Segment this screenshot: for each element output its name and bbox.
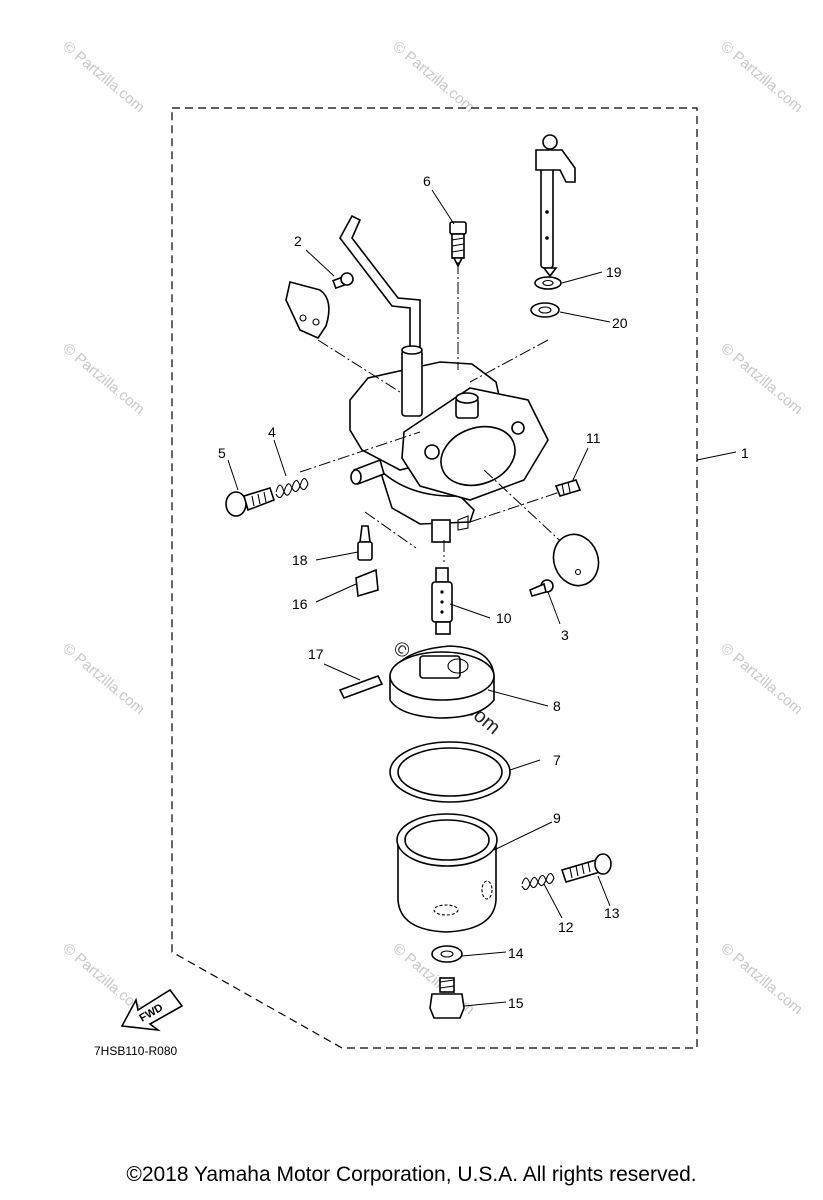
watermark-6: © Partzilla.com [59, 640, 147, 718]
watermark-7: © Partzilla.com [717, 640, 805, 718]
callout-15: 15 [508, 995, 524, 1011]
throttle-plate [552, 533, 600, 587]
float-8 [389, 645, 495, 719]
callout-1: 1 [741, 445, 749, 461]
float-pin-17 [338, 675, 384, 699]
washer-14 [431, 945, 463, 963]
choke-plate [285, 281, 330, 340]
choke-lever [339, 214, 421, 361]
screw-13 [560, 853, 612, 883]
callout-3: 3 [561, 627, 569, 643]
screw-2 [332, 272, 354, 290]
washer-19 [534, 276, 562, 290]
watermark-3: © Partzilla.com [717, 38, 805, 116]
callout-20: 20 [612, 315, 628, 331]
copyright-notice: ©2018 Yamaha Motor Corporation, U.S.A. A… [126, 1163, 697, 1186]
callout-13: 13 [604, 905, 620, 921]
callout-9: 9 [553, 810, 561, 826]
callout-19: 19 [606, 264, 622, 280]
assembly-outline [171, 107, 698, 1049]
watermark-10: © Partzilla.com [717, 940, 805, 1018]
carburetor-body [349, 345, 549, 543]
callout-12: 12 [558, 919, 574, 935]
callout-10: 10 [496, 610, 512, 626]
spring-4 [275, 477, 309, 499]
callout-16: 16 [292, 596, 308, 612]
seal-20 [530, 302, 560, 318]
drain-bolt-15 [429, 977, 465, 1019]
watermark-4: © Partzilla.com [59, 340, 147, 418]
callout-14: 14 [508, 945, 524, 961]
spring-12 [521, 872, 555, 891]
callouts: 1 2 3 4 5 6 7 8 9 10 11 12 13 14 15 16 1… [218, 173, 749, 1011]
callout-18: 18 [292, 552, 308, 568]
needle-valve-18 [357, 525, 373, 561]
callout-5: 5 [218, 445, 226, 461]
clip-16 [355, 568, 379, 598]
pilot-screw-6 [449, 221, 467, 268]
callout-11: 11 [586, 430, 601, 446]
throttle-shaft [535, 134, 576, 278]
fwd-arrow: FWD [120, 988, 184, 1032]
watermark-1: © Partzilla.com [59, 38, 147, 116]
watermark-2: © Partzilla.com [389, 38, 477, 116]
throttle-stop-screw-5 [225, 487, 276, 517]
float-bowl-9 [396, 813, 498, 933]
callout-6: 6 [423, 173, 431, 189]
callout-17: 17 [308, 646, 324, 662]
callout-2: 2 [294, 233, 302, 249]
callout-8: 8 [553, 698, 561, 714]
callout-4: 4 [268, 424, 276, 440]
screw-3 [529, 579, 554, 597]
screw-11 [554, 479, 582, 497]
main-jet-10 [431, 567, 453, 635]
callout-7: 7 [553, 752, 561, 768]
leader-lines [227, 189, 737, 1007]
gasket-7 [389, 741, 511, 803]
watermark-5: © Partzilla.com [717, 340, 805, 418]
diagram-code: 7HSB110-R080 [94, 1044, 177, 1058]
